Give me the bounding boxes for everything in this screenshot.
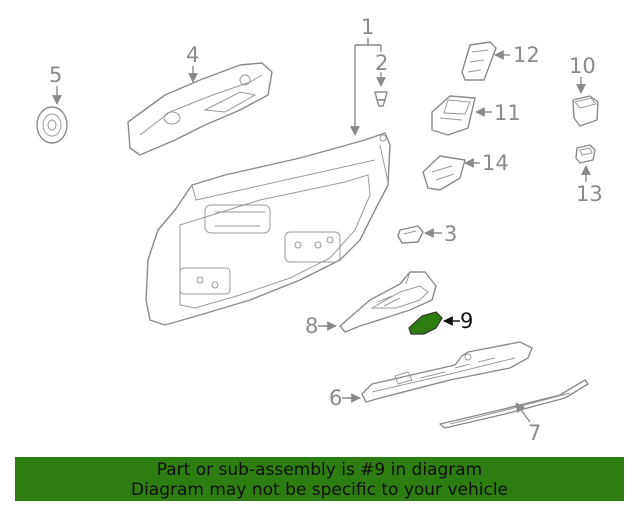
callout-12: 12 bbox=[513, 43, 540, 67]
callout-7: 7 bbox=[528, 421, 541, 445]
callout-6: 6 bbox=[329, 386, 342, 410]
part-2-clip[interactable] bbox=[374, 91, 388, 107]
callout-8: 8 bbox=[305, 314, 318, 338]
callout-4: 4 bbox=[186, 43, 199, 67]
part-6-sill-trim[interactable] bbox=[361, 341, 533, 403]
part-4-panel-insert[interactable] bbox=[127, 62, 273, 156]
part-14-switch-bezel[interactable] bbox=[422, 155, 466, 191]
callout-3: 3 bbox=[444, 222, 457, 246]
callout-14: 14 bbox=[482, 151, 509, 175]
callout-1: 1 bbox=[361, 15, 374, 39]
part-5-speaker-ring[interactable] bbox=[36, 106, 68, 144]
callout-2: 2 bbox=[375, 51, 388, 75]
info-banner: Part or sub-assembly is #9 in diagram Di… bbox=[15, 457, 624, 501]
callout-10: 10 bbox=[569, 54, 596, 78]
part-3-bracket[interactable] bbox=[397, 225, 424, 244]
part-10-button[interactable] bbox=[572, 95, 599, 127]
callout-11: 11 bbox=[494, 101, 521, 125]
banner-line-1: Part or sub-assembly is #9 in diagram bbox=[156, 460, 483, 480]
part-13-small-button[interactable] bbox=[575, 144, 596, 164]
parts-diagram: 5 4 1 2 12 bbox=[36, 15, 603, 445]
callout-5: 5 bbox=[49, 63, 62, 87]
banner-line-2: Diagram may not be specific to your vehi… bbox=[130, 480, 508, 500]
part-7-seal-strip[interactable] bbox=[439, 379, 589, 429]
part-8-pull-handle[interactable] bbox=[339, 271, 437, 333]
part-12-switch[interactable] bbox=[461, 41, 497, 81]
callout-9: 9 bbox=[460, 309, 473, 333]
callout-13: 13 bbox=[576, 182, 603, 206]
part-11-window-switch[interactable] bbox=[431, 95, 476, 136]
part-9-highlighted[interactable] bbox=[408, 311, 443, 335]
part-1-door-trim-panel[interactable] bbox=[145, 132, 391, 326]
